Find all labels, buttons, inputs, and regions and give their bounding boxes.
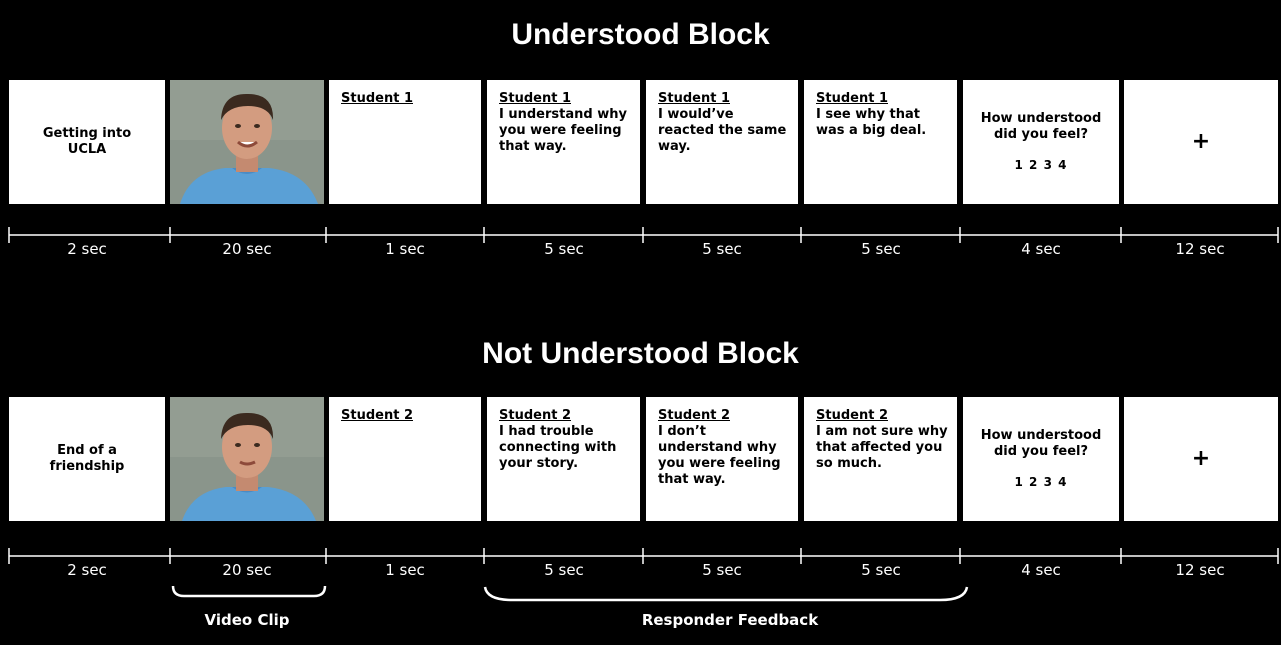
fixation-cross-icon: + xyxy=(1191,129,1211,154)
feedback-text: I see why that was a big deal. xyxy=(816,107,927,138)
feedback-card-1: Student 2 I had trouble connecting with … xyxy=(487,397,640,521)
duration-label: 4 sec xyxy=(1021,561,1061,579)
rating-question: How understood did you feel? xyxy=(980,428,1102,459)
responder-feedback-label: Responder Feedback xyxy=(641,611,819,629)
duration-label: 12 sec xyxy=(1175,240,1225,258)
timeline-not-understood: 2 sec 20 sec 1 sec 5 sec 5 sec 5 sec 4 s… xyxy=(0,543,1281,583)
duration-label: 20 sec xyxy=(222,561,272,579)
fixation-card: + xyxy=(1124,397,1278,521)
topic-card: End of a friendship xyxy=(9,397,165,521)
duration-label: 1 sec xyxy=(385,240,425,258)
video-clip-label: Video Clip xyxy=(204,611,290,629)
trial-sequence-understood: Getting into UCLA Student 1 Student 1 I … xyxy=(0,80,1281,204)
duration-label: 1 sec xyxy=(385,561,425,579)
feedback-card-2: Student 2 I don’t understand why you wer… xyxy=(646,397,798,521)
duration-label: 20 sec xyxy=(222,240,272,258)
duration-label: 4 sec xyxy=(1021,240,1061,258)
rating-scale: 1 2 3 4 xyxy=(1014,475,1068,489)
rating-question: How understood did you feel? xyxy=(980,111,1102,142)
feedback-text: I had trouble connecting with your story… xyxy=(499,424,617,471)
brackets xyxy=(171,585,969,602)
rating-card: How understood did you feel? 1 2 3 4 xyxy=(963,397,1119,521)
video-clip-bracket xyxy=(171,585,327,598)
student-label: Student 2 xyxy=(341,408,413,423)
student-label: Student 1 xyxy=(658,91,730,106)
student-name-card: Student 1 xyxy=(329,80,481,204)
timeline-understood: 2 sec 20 sec 1 sec 5 sec 5 sec 5 sec 4 s… xyxy=(0,222,1281,262)
timeline-axis xyxy=(8,548,1279,564)
student-label: Student 1 xyxy=(341,91,413,106)
block-title-understood: Understood Block xyxy=(511,18,770,51)
feedback-card-3: Student 2 I am not sure why that affecte… xyxy=(804,397,957,521)
student-label: Student 2 xyxy=(499,408,571,423)
duration-label: 5 sec xyxy=(544,240,584,258)
student-name-card: Student 2 xyxy=(329,397,481,521)
rating-card: How understood did you feel? 1 2 3 4 xyxy=(963,80,1119,204)
fixation-cross-icon: + xyxy=(1191,446,1211,471)
feedback-text: I understand why you were feeling that w… xyxy=(499,107,627,154)
topic-text: Getting into UCLA xyxy=(42,126,132,157)
rating-scale: 1 2 3 4 xyxy=(1014,158,1068,172)
block-title-not-understood: Not Understood Block xyxy=(482,337,799,370)
duration-label: 5 sec xyxy=(544,561,584,579)
feedback-text: I am not sure why that affected you so m… xyxy=(816,424,948,471)
fixation-card: + xyxy=(1124,80,1278,204)
timeline-axis xyxy=(8,227,1279,243)
feedback-card-1: Student 1 I understand why you were feel… xyxy=(487,80,640,204)
feedback-card-2: Student 1 I would’ve reacted the same wa… xyxy=(646,80,798,204)
topic-card: Getting into UCLA xyxy=(9,80,165,204)
student-label: Student 1 xyxy=(816,91,888,106)
video-frame-image xyxy=(170,80,324,204)
feedback-text: I don’t understand why you were feeling … xyxy=(658,424,781,487)
duration-label: 5 sec xyxy=(861,561,901,579)
duration-label: 5 sec xyxy=(702,240,742,258)
duration-label: 5 sec xyxy=(702,561,742,579)
video-frame-image xyxy=(170,397,324,521)
duration-label: 5 sec xyxy=(861,240,901,258)
duration-label: 2 sec xyxy=(67,240,107,258)
student-label: Student 2 xyxy=(658,408,730,423)
feedback-card-3: Student 1 I see why that was a big deal. xyxy=(804,80,957,204)
student-label: Student 1 xyxy=(499,91,571,106)
topic-text: End of a friendship xyxy=(49,443,125,474)
duration-label: 12 sec xyxy=(1175,561,1225,579)
duration-label: 2 sec xyxy=(67,561,107,579)
student-label: Student 2 xyxy=(816,408,888,423)
feedback-text: I would’ve reacted the same way. xyxy=(658,107,787,154)
responder-feedback-bracket xyxy=(483,586,969,602)
trial-sequence-not-understood: End of a friendship Student 2 Student 2 … xyxy=(0,397,1281,521)
